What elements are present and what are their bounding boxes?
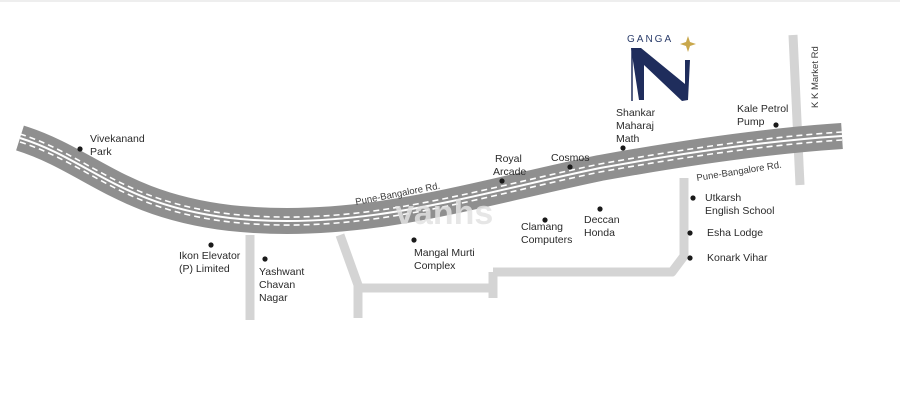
place-markers	[77, 122, 779, 262]
marker-yashwant-chavan-nagar	[262, 256, 268, 262]
side-road-kk-market	[788, 34, 805, 186]
label-royal-arcade: Royal Arcade	[493, 153, 526, 178]
marker-cosmos	[567, 164, 573, 170]
main-road-center	[19, 135, 843, 223]
marker-kale-petrol-pump	[773, 122, 779, 128]
marker-royal-arcade	[499, 178, 505, 184]
label-deccan-honda: Deccan Honda	[584, 214, 623, 239]
watermark: vanhs	[395, 194, 493, 232]
label-ikon-elevator: Ikon Elevator (P) Limited	[179, 250, 243, 275]
marker-shankar-maharaj-math	[620, 145, 626, 151]
road-label-kk-market: K K Market Rd	[810, 46, 821, 108]
side-road-loop	[335, 178, 689, 318]
label-utkarsh-english-school: Utkarsh English School	[705, 192, 774, 217]
label-clamang-computers: Clamang Computers	[521, 221, 572, 246]
label-vivekanand-park: Vivekanand Park	[90, 133, 148, 158]
main-road-dash-lower	[19, 139, 843, 226]
side-roads	[245, 34, 805, 320]
marker-clamang-computers	[542, 217, 548, 223]
brand-n-shape	[631, 48, 690, 101]
label-mangal-murti-complex: Mangal Murti Complex	[414, 247, 478, 272]
label-shankar-maharaj-math: Shankar Maharaj Math	[616, 107, 658, 145]
label-yashwant-chavan-nagar: Yashwant Chavan Nagar	[259, 266, 307, 304]
label-cosmos: Cosmos	[551, 152, 590, 164]
marker-utkarsh-english-school	[690, 195, 696, 201]
label-kale-petrol-pump: Kale Petrol Pump	[737, 103, 791, 128]
marker-konark-vihar	[687, 255, 693, 261]
marker-deccan-honda	[597, 206, 603, 212]
main-road	[15, 123, 843, 235]
brand-name: GANGA	[627, 34, 673, 45]
marker-esha-lodge	[687, 230, 693, 236]
label-konark-vihar: Konark Vihar	[707, 252, 768, 264]
marker-ikon-elevator	[208, 242, 214, 248]
main-road-dash-upper	[19, 131, 843, 218]
brand-logo: GANGA	[627, 34, 696, 101]
star-icon	[680, 36, 696, 52]
marker-vivekanand-park	[77, 146, 83, 152]
marker-mangal-murti-complex	[411, 237, 417, 243]
label-esha-lodge: Esha Lodge	[707, 227, 763, 239]
